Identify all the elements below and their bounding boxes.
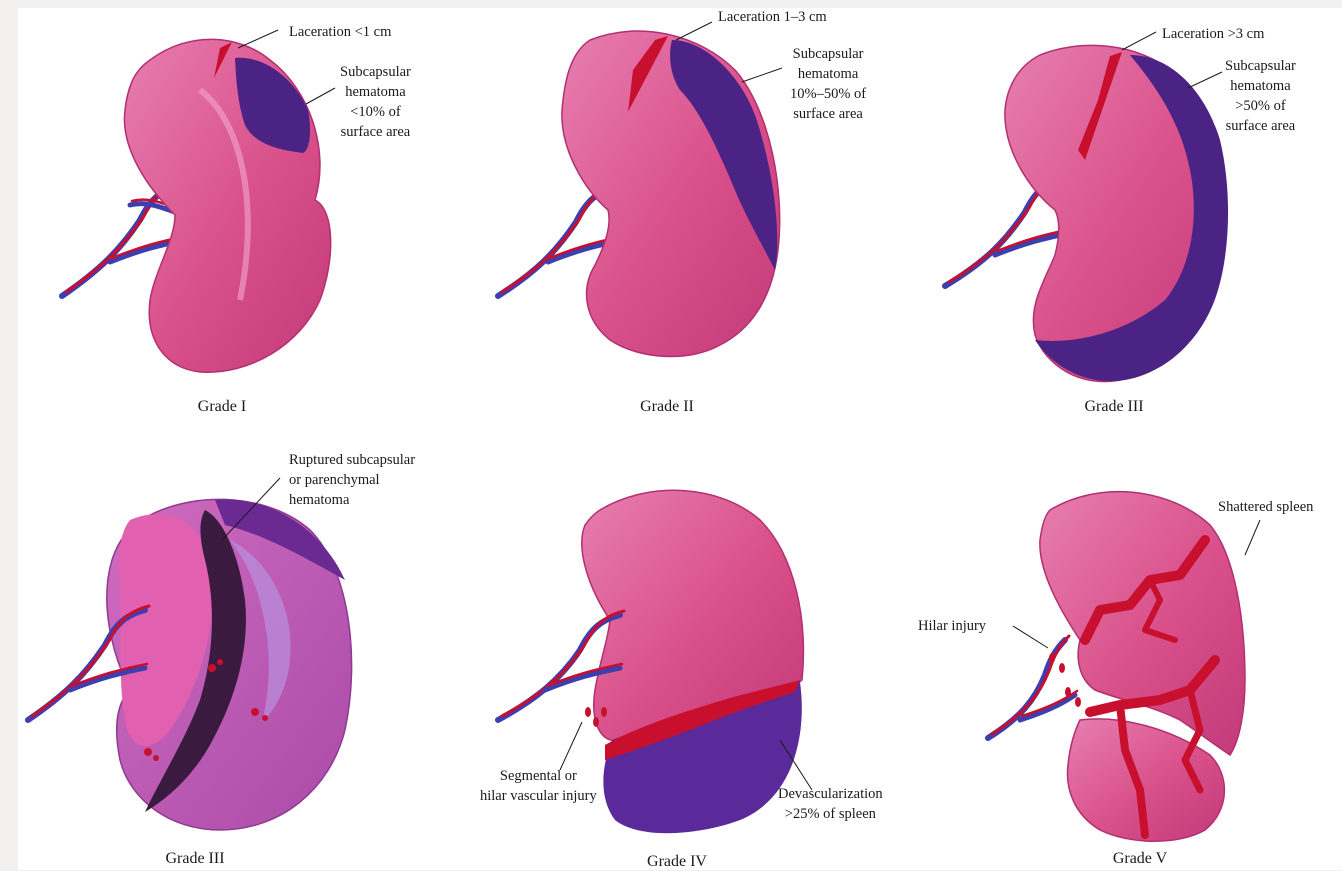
grade-1-hematoma-leader: [306, 88, 335, 104]
grade-4-devascularization-line-1: Devascularization: [778, 784, 883, 804]
grade-2-laceration-label: Laceration 1–3 cm: [718, 7, 827, 27]
grade-5-shattered-label: Shattered spleen: [1218, 497, 1313, 517]
grade-3a-spleen: [945, 32, 1228, 382]
grade-1-hematoma-label: Subcapsular hematoma <10% of surface are…: [340, 62, 411, 142]
grade-4-devascularization-label: Devascularization >25% of spleen: [778, 784, 883, 824]
grade-4-devascularization-line-2: >25% of spleen: [778, 804, 883, 824]
grade-1-hematoma-line-2: hematoma: [340, 82, 411, 102]
grade-3b-spleen: [28, 478, 352, 830]
grade-1-hematoma-line-4: surface area: [340, 122, 411, 142]
grade-3a-hematoma-leader: [1188, 72, 1222, 88]
grade-1-hematoma-line-3: <10% of: [340, 102, 411, 122]
grade-5-spleen: [988, 492, 1260, 842]
grade-3a-hematoma-line-1: Subcapsular: [1225, 56, 1296, 76]
grade-4-caption: Grade IV: [647, 853, 707, 871]
grade-2-spleen: [498, 22, 782, 356]
grade-4-vascular-label: Segmental or hilar vascular injury: [480, 766, 597, 806]
grade-3b-hematoma-line-2: or parenchymal: [289, 470, 415, 490]
grade-2-caption: Grade II: [640, 398, 694, 416]
grade-5-vessels: [988, 636, 1077, 738]
grade-1-caption: Grade I: [198, 398, 246, 416]
grade-4-vascular-line-2: hilar vascular injury: [480, 786, 597, 806]
grade-3a-hematoma-label: Subcapsular hematoma >50% of surface are…: [1225, 56, 1296, 136]
grade-1-laceration-leader: [238, 30, 278, 48]
grade-3a-laceration-leader: [1122, 32, 1156, 50]
grade-2-hematoma-line-1: Subcapsular: [790, 44, 866, 64]
grade-5-caption: Grade V: [1113, 850, 1167, 868]
grade-5-shattered-leader: [1245, 520, 1260, 555]
grade-2-hematoma-line-2: hematoma: [790, 64, 866, 84]
grade-4-vascular-leader: [560, 722, 582, 770]
grade-3a-caption: Grade III: [1084, 398, 1143, 416]
grade-4-vascular-line-1: Segmental or: [480, 766, 597, 786]
grade-5-fragment-upper: [1040, 492, 1245, 755]
grade-3a-hematoma-line-3: >50% of: [1225, 96, 1296, 116]
grade-1-laceration-label: Laceration <1 cm: [289, 22, 391, 42]
grade-3a-hematoma-line-4: surface area: [1225, 116, 1296, 136]
grade-3b-caption: Grade III: [165, 850, 224, 868]
grade-2-hematoma-line-4: surface area: [790, 104, 866, 124]
grade-2-hematoma-label: Subcapsular hematoma 10%–50% of surface …: [790, 44, 866, 124]
grade-2-hematoma-line-3: 10%–50% of: [790, 84, 866, 104]
grade-1-spleen: [62, 30, 335, 372]
grade-3b-hematoma-label: Ruptured subcapsular or parenchymal hema…: [289, 450, 415, 510]
grade-3b-hematoma-line-3: hematoma: [289, 490, 415, 510]
grade-5-hilar-leader: [1013, 626, 1048, 648]
grade-2-hematoma-leader: [742, 68, 782, 82]
grade-2-laceration-leader: [676, 22, 712, 40]
grade-5-hilar-label: Hilar injury: [918, 616, 986, 636]
grade-3a-laceration-label: Laceration >3 cm: [1162, 24, 1264, 44]
grade-1-hematoma-line-1: Subcapsular: [340, 62, 411, 82]
grade-3b-hematoma-line-1: Ruptured subcapsular: [289, 450, 415, 470]
grade-3a-hematoma-line-2: hematoma: [1225, 76, 1296, 96]
